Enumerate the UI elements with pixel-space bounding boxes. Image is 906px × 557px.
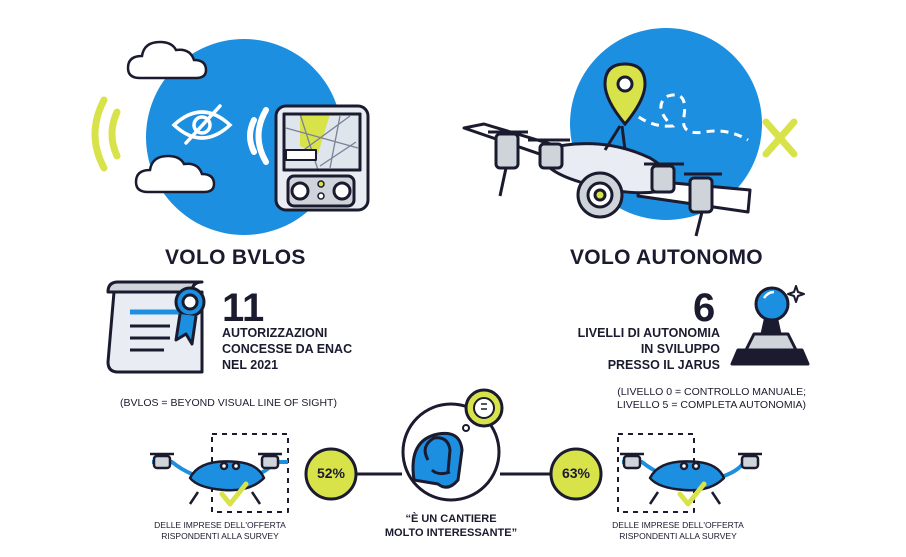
bvlos-line-2: CONCESSE DA ENAC xyxy=(222,342,353,356)
autonomy-note-2: LIVELLO 5 = COMPLETA AUTONOMIA) xyxy=(617,399,806,411)
caption-right-1: DELLE IMPRESE DELL'OFFERTA xyxy=(612,520,744,530)
autonomy-number: 6 xyxy=(693,286,716,330)
quote-line-2: MOLTO INTERESSANTE” xyxy=(384,527,518,539)
autonomy-note-1: (LIVELLO 0 = CONTROLLO MANUALE; xyxy=(617,386,806,398)
bvlos-heading: VOLO BVLOS xyxy=(165,246,306,269)
cloud-icon-2 xyxy=(134,154,216,194)
signal-waves-icon-2 xyxy=(247,107,269,165)
signal-waves-icon xyxy=(91,96,121,172)
bvlos-line-3: NEL 2021 xyxy=(222,358,279,372)
joystick-icon xyxy=(730,285,810,366)
autonomy-line-2: IN SVILUPPO xyxy=(640,342,720,356)
percent-right: 63% xyxy=(561,465,591,481)
autonomy-line-1: LIVELLI DI AUTONOMIA xyxy=(577,326,720,340)
route-path xyxy=(626,93,749,142)
drone-check-icon-right xyxy=(617,433,762,513)
bvlos-number: 11 xyxy=(222,286,265,330)
cloud-icon xyxy=(126,40,208,80)
caption-right-2: RISPONDENTI ALLA SURVEY xyxy=(619,531,737,541)
caption-left-2: RISPONDENTI ALLA SURVEY xyxy=(161,531,279,541)
drone-check-icon-left xyxy=(150,433,289,513)
percent-left: 52% xyxy=(316,465,346,481)
eye-slash-icon xyxy=(171,104,233,145)
bvlos-line-1: AUTORIZZAZIONI xyxy=(222,326,328,340)
location-pin-icon xyxy=(603,62,647,127)
percent-circle-right xyxy=(549,447,603,501)
destination-x-icon xyxy=(762,118,798,158)
percent-circle-left xyxy=(304,447,358,501)
thinking-person-icon xyxy=(401,388,504,502)
bvlos-note: (BVLOS = BEYOND VISUAL LINE OF SIGHT) xyxy=(120,397,337,409)
caption-left-1: DELLE IMPRESE DELL'OFFERTA xyxy=(154,520,286,530)
certificate-icon xyxy=(106,280,206,374)
drone-icon xyxy=(462,122,752,237)
quote-line-1: “È UN CANTIERE xyxy=(405,513,497,525)
autonomy-line-3: PRESSO IL JARUS xyxy=(607,358,720,372)
remote-controller-icon xyxy=(274,104,370,212)
autonomous-heading: VOLO AUTONOMO xyxy=(570,246,763,269)
